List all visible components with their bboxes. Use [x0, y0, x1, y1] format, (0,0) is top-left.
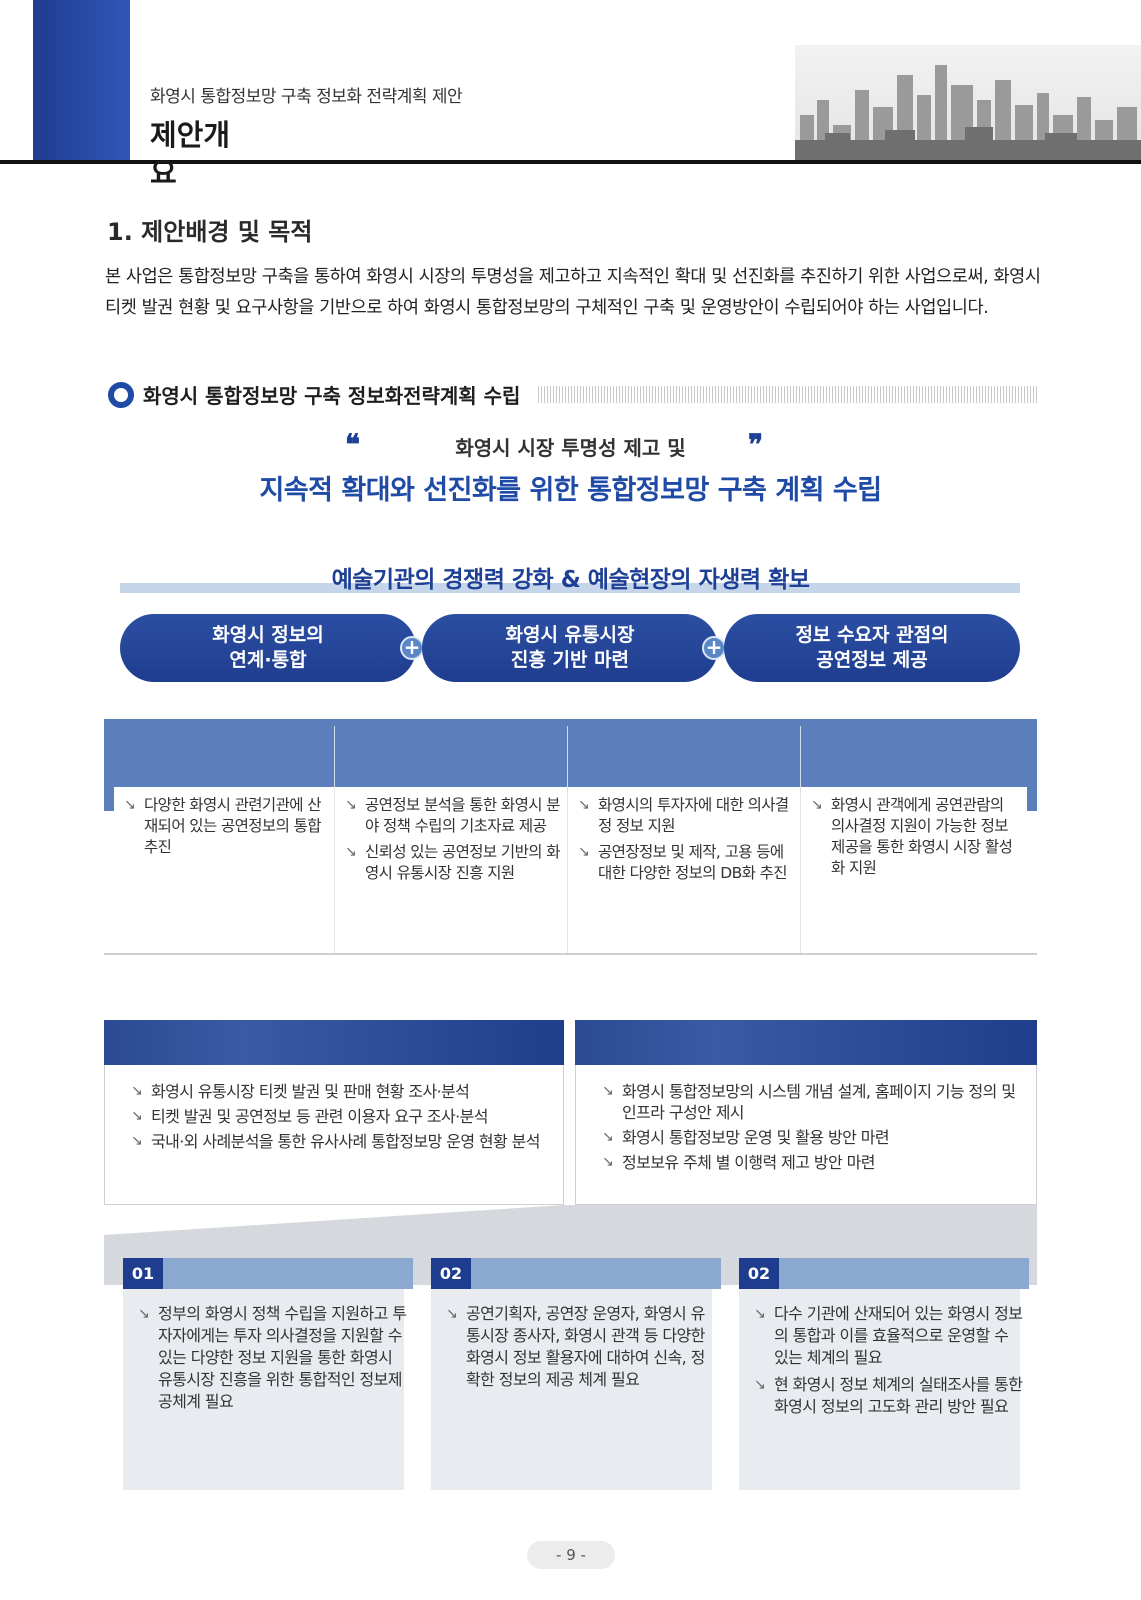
list-item: 화영시 통합정보망 운영 및 활용 방안 마련 [602, 1127, 1018, 1148]
slogan-line-2: 지속적 확대와 선진화를 위한 통합정보망 구축 계획 수립 [259, 475, 882, 506]
plus-icon: + [702, 636, 726, 660]
list-item: 국내·외 사례분석을 통한 유사사례 통합정보망 운영 현황 분석 [131, 1131, 545, 1152]
column-divider [567, 726, 568, 796]
column-separator [334, 787, 335, 953]
strategy-pill-label: 정보 수요자 관점의 공연정보 제공 [795, 624, 949, 671]
need-number-2: 02 [431, 1258, 471, 1289]
need-number-3: 02 [739, 1258, 779, 1289]
objectives-panel-bottom [104, 953, 1037, 955]
open-quote-icon: ❝ [345, 428, 361, 461]
header-accent-bar [33, 0, 130, 163]
task-box-2: 화영시 통합정보망의 시스템 개념 설계, 홈페이지 기능 정의 및 인프라 구… [575, 1065, 1037, 1205]
list-item: 다수 기관에 산재되어 있는 화영시 정보의 통합과 이를 효율적으로 운영할 … [754, 1303, 1024, 1369]
objective-column-1: 다양한 화영시 관련기관에 산재되어 있는 공연정보의 통합 추진 [114, 787, 334, 953]
list-item: 현 화영시 정보 체계의 실태조사를 통한 화영시 정보의 고도화 관리 방안 … [754, 1374, 1024, 1418]
list-item: 공연장정보 및 제작, 고용 등에 대한 다양한 정보의 DB화 추진 [578, 842, 794, 884]
strategy-pill-2: 화영시 유통시장 진흥 기반 마련 [422, 614, 718, 682]
bullet-ring-icon [108, 381, 134, 408]
page-number: - 9 - [527, 1541, 615, 1569]
list-item: 다양한 화영시 관련기관에 산재되어 있는 공연정보의 통합 추진 [124, 795, 328, 858]
column-divider [334, 726, 335, 796]
need-body-1: 정부의 화영시 정책 수립을 지원하고 투자자에게는 투자 의사결정을 지원할 … [138, 1303, 408, 1418]
need-box-header-1 [123, 1258, 413, 1289]
need-box-header-3 [739, 1258, 1029, 1289]
strategy-pill-label: 화영시 유통시장 진흥 기반 마련 [505, 624, 635, 671]
task-box-header-1 [104, 1020, 564, 1065]
list-item: 정부의 화영시 정책 수립을 지원하고 투자자에게는 투자 의사결정을 지원할 … [138, 1303, 408, 1413]
list-item: 정보보유 주체 별 이행력 제고 방안 마련 [602, 1152, 1018, 1173]
goal-highlight-bar [120, 583, 1020, 593]
subsection-header: 화영시 통합정보망 구축 정보화전략계획 수립 [108, 380, 1038, 409]
strategy-pill-3: 정보 수요자 관점의 공연정보 제공 [724, 614, 1020, 682]
column-separator [800, 787, 801, 953]
city-skyline-image [795, 45, 1141, 160]
header-divider [0, 160, 1141, 164]
list-item: 화영시 관객에게 공연관람의 의사결정 지원이 가능한 정보 제공을 통한 화영… [811, 795, 1021, 879]
subsection-heading: 화영시 통합정보망 구축 정보화전략계획 수립 [143, 384, 521, 408]
list-item: 공연기획자, 공연장 운영자, 화영시 유통시장 종사자, 화영시 관객 등 다… [446, 1303, 716, 1391]
task-box-header-2 [575, 1020, 1037, 1065]
need-body-3: 다수 기관에 산재되어 있는 화영시 정보의 통합과 이를 효율적으로 운영할 … [754, 1303, 1024, 1423]
objective-column-4: 화영시 관객에게 공연관람의 의사결정 지원이 가능한 정보 제공을 통한 화영… [801, 787, 1027, 953]
plus-icon: + [400, 636, 424, 660]
decorative-stripes [538, 386, 1038, 403]
need-number-1: 01 [123, 1258, 163, 1289]
list-item: 공연정보 분석을 통한 화영시 분야 정책 수립의 기초자료 제공 [345, 795, 561, 837]
section-heading: 1. 제안배경 및 목적 [107, 218, 313, 246]
objective-column-2: 공연정보 분석을 통한 화영시 분야 정책 수립의 기초자료 제공 신뢰성 있는… [335, 787, 567, 953]
list-item: 티켓 발권 및 공연정보 등 관련 이용자 요구 조사·분석 [131, 1106, 545, 1127]
list-item: 신뢰성 있는 공연정보 기반의 화영시 유통시장 진흥 지원 [345, 842, 561, 884]
intro-paragraph: 본 사업은 통합정보망 구축을 통하여 화영시 시장의 투명성을 제고하고 지속… [105, 267, 1041, 318]
need-box-header-2 [431, 1258, 721, 1289]
strategy-pill-1: 화영시 정보의 연계·통합 [120, 614, 416, 682]
list-item: 화영시 통합정보망의 시스템 개념 설계, 홈페이지 기능 정의 및 인프라 구… [602, 1081, 1018, 1123]
list-item: 화영시의 투자자에 대한 의사결정 정보 지원 [578, 795, 794, 837]
strategy-pill-label: 화영시 정보의 연계·통합 [212, 624, 324, 671]
page-title: 제안개요 [150, 118, 231, 190]
goal-statement: 예술기관의 경쟁력 강화 & 예술현장의 자생력 확보 [331, 567, 810, 593]
task-box-1: 화영시 유통시장 티켓 발권 및 판매 현황 조사·분석 티켓 발권 및 공연정… [104, 1065, 564, 1205]
list-item: 화영시 유통시장 티켓 발권 및 판매 현황 조사·분석 [131, 1081, 545, 1102]
column-separator [567, 787, 568, 953]
need-body-2: 공연기획자, 공연장 운영자, 화영시 유통시장 종사자, 화영시 관객 등 다… [446, 1303, 716, 1396]
slogan-line-1: 화영시 시장 투명성 제고 및 [455, 436, 686, 460]
objective-column-3: 화영시의 투자자에 대한 의사결정 정보 지원 공연장정보 및 제작, 고용 등… [568, 787, 800, 953]
document-subtitle: 화영시 통합정보망 구축 정보화 전략계획 제안 [150, 87, 463, 107]
close-quote-icon: ❞ [748, 428, 764, 461]
column-divider [800, 726, 801, 796]
